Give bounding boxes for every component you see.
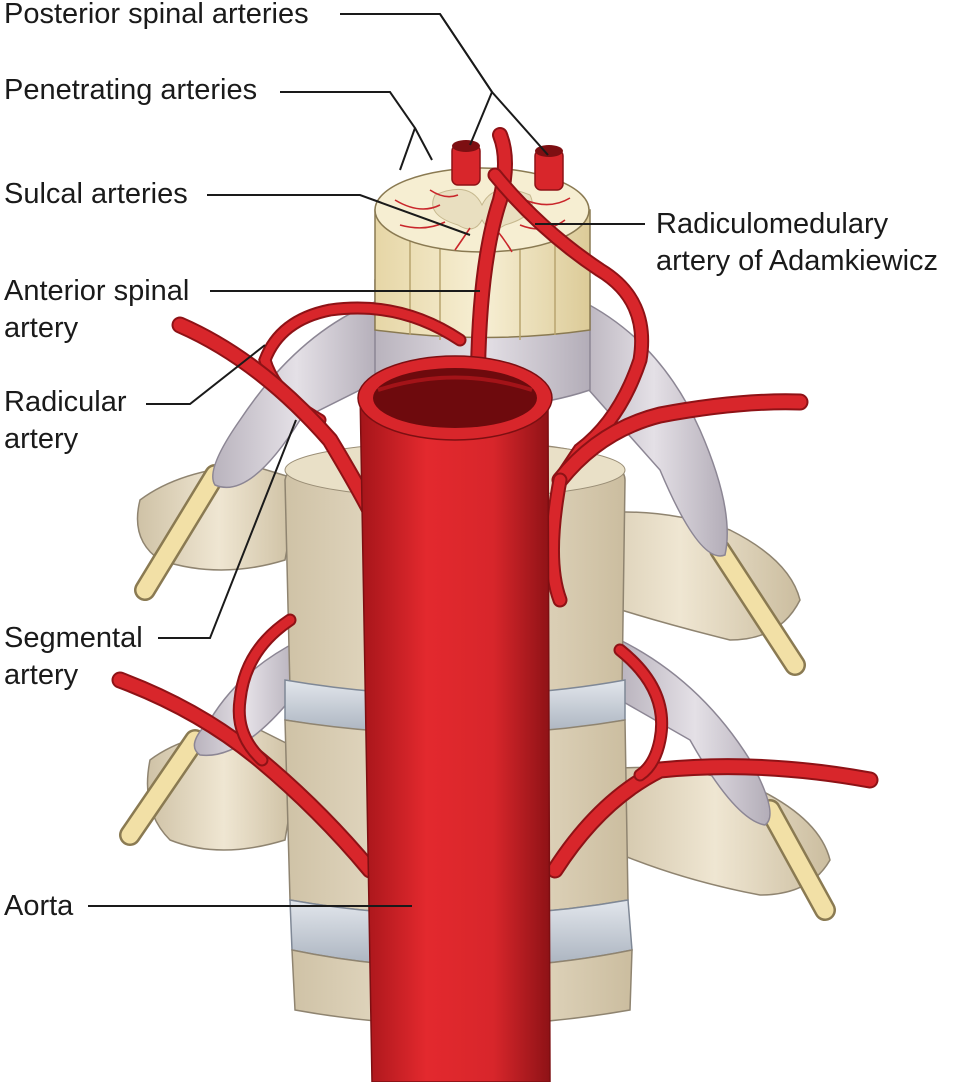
label-anterior-spinal-artery-line2: artery bbox=[4, 312, 79, 344]
label-sulcal-arteries: Sulcal arteries bbox=[4, 178, 188, 210]
label-radiculomedullary-artery-line2: artery of Adamkiewicz bbox=[656, 245, 939, 277]
label-radicular-artery-line2: artery bbox=[4, 423, 79, 455]
label-radiculomedullary-artery: Radiculomedulary artery of Adamkiewicz bbox=[656, 206, 938, 280]
label-radicular-artery-line1: Radicular bbox=[4, 386, 127, 418]
label-penetrating-arteries: Penetrating arteries bbox=[4, 74, 258, 106]
label-radicular-artery: Radicular artery bbox=[4, 384, 127, 458]
label-anterior-spinal-artery: Anterior spinal artery bbox=[4, 273, 189, 347]
label-posterior-spinal-arteries: Posterior spinal arteries bbox=[4, 0, 309, 30]
label-segmental-artery: Segmental artery bbox=[4, 620, 143, 694]
aorta-vessel bbox=[357, 355, 553, 1082]
label-anterior-spinal-artery-line1: Anterior spinal bbox=[4, 275, 190, 307]
label-radiculomedullary-artery-line1: Radiculomedulary bbox=[656, 208, 889, 240]
label-segmental-artery-line2: artery bbox=[4, 659, 79, 691]
label-segmental-artery-line1: Segmental bbox=[4, 622, 143, 654]
label-aorta: Aorta bbox=[4, 890, 74, 922]
